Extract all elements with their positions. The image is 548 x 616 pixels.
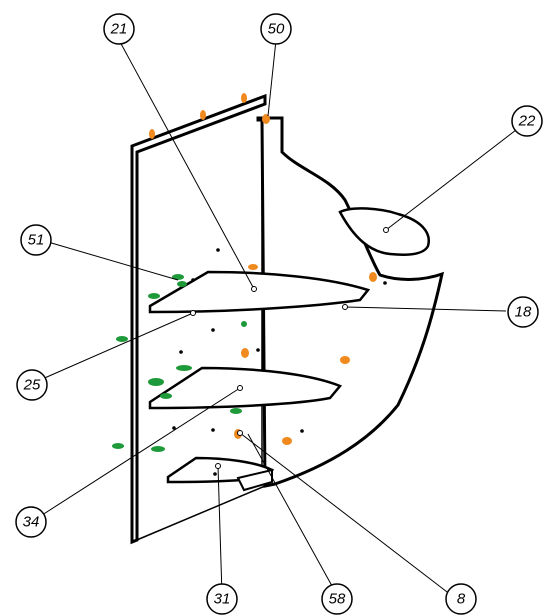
callout-22-label: 22 — [518, 113, 536, 130]
callout-58-label: 58 — [329, 591, 346, 608]
callout-21: 21 — [103, 13, 135, 45]
leader-endpoints — [190, 227, 389, 469]
callout-34-label: 34 — [23, 514, 40, 531]
callout-51-label: 51 — [28, 232, 45, 249]
orange-fasteners — [149, 93, 377, 445]
back-panel-bottom-edge — [131, 485, 266, 543]
callout-21-label: 21 — [110, 21, 128, 38]
callout-58: 58 — [321, 583, 353, 615]
black-dots — [172, 248, 387, 476]
green-fasteners — [112, 274, 247, 452]
callout-51: 51 — [20, 224, 52, 256]
callout-31-label: 31 — [214, 591, 231, 608]
callout-31: 31 — [206, 583, 238, 615]
callout-18: 18 — [507, 296, 539, 328]
leader-lines — [38, 39, 517, 596]
callout-8: 8 — [445, 583, 477, 615]
callout-22: 22 — [511, 105, 543, 137]
middle-shelf — [148, 366, 343, 410]
callout-50: 50 — [260, 13, 292, 45]
callout-18-label: 18 — [515, 304, 532, 321]
callout-8-label: 8 — [457, 591, 466, 608]
callout-34: 34 — [15, 506, 47, 538]
callout-25-label: 25 — [23, 377, 41, 394]
callout-25: 25 — [16, 369, 48, 401]
lower-shelf-bracket — [236, 468, 273, 492]
upper-shelf — [148, 270, 371, 314]
callout-50-label: 50 — [268, 21, 285, 38]
